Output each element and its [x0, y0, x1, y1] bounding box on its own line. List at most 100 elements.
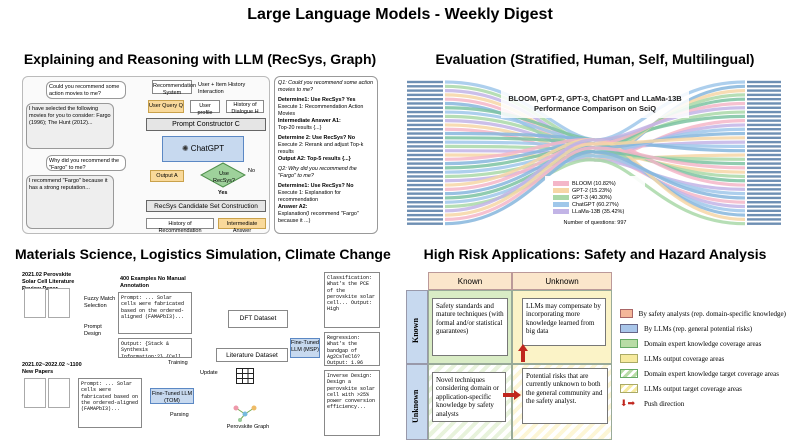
right-label-bar	[747, 166, 781, 170]
left-label-bar	[407, 115, 443, 118]
right-label-bar	[747, 136, 781, 140]
legend-swatch	[620, 339, 638, 348]
output-box: Output A	[150, 170, 184, 182]
new-papers-doc-2	[48, 378, 70, 408]
right-label-bar	[747, 123, 781, 127]
right-label-bar	[747, 205, 781, 208]
right-label-bar	[747, 89, 781, 92]
left-label-bar	[407, 80, 443, 84]
new-papers-doc	[24, 378, 46, 408]
q2-title: Evaluation (Stratified, Human, Self, Mul…	[435, 51, 755, 67]
ribbon	[444, 146, 746, 222]
legend-item: LLMs output coverage areas	[620, 351, 786, 366]
history-rec-box: History of Recommendation	[146, 218, 214, 234]
legend-swatch	[553, 202, 569, 207]
left-label-bar	[407, 149, 443, 152]
right-label-bar	[747, 196, 781, 200]
left-label-bar	[407, 119, 443, 122]
right-label-bar	[747, 97, 781, 101]
candidate-set-box: RecSys Candidate Set Construction	[146, 200, 266, 212]
num-questions: Number of questions: 997	[563, 220, 627, 226]
col-unknown-header: Unknown	[512, 272, 612, 290]
right-label-bar	[747, 102, 781, 105]
perovskite-graph-label: Perovskite Graph	[226, 424, 270, 430]
left-label-bar	[407, 205, 443, 208]
review-paper-label: 2021.02 Perovskite Solar Cell Literature…	[22, 272, 75, 292]
novel-techniques-box: Novel techniques considering domain or a…	[432, 372, 506, 422]
push-arrow-right-icon	[503, 390, 521, 400]
left-label-bar	[407, 93, 443, 97]
left-label-bar	[407, 179, 443, 182]
title-backdrop	[501, 88, 689, 118]
rec-system-box: Recommendation System	[152, 80, 196, 96]
legend-swatch	[620, 354, 638, 363]
push-direction-icon: ⬇➡	[620, 398, 636, 408]
right-label-bar	[747, 162, 781, 165]
legend-swatch	[553, 181, 569, 186]
output-text-box: Output: {Stack & Synthesis Information:2…	[118, 338, 192, 358]
left-label-bar	[407, 97, 443, 101]
left-label-bar	[407, 170, 443, 174]
safety-legend: By safety analysts (rep. domain-specific…	[620, 306, 786, 411]
left-label-bar	[407, 110, 443, 114]
left-label-bar	[407, 132, 443, 135]
use-recsys-diamond	[200, 162, 246, 188]
parsing-label: Parsing	[170, 412, 189, 418]
legend-item: GPT-3 (40.30%)	[553, 194, 637, 201]
left-label-bar	[407, 140, 443, 144]
right-label-bar	[747, 175, 781, 178]
fine-tuned-tom: Fine-Tuned LLM (TOM)	[150, 388, 194, 404]
legend-label: Push direction	[644, 399, 685, 408]
left-label-bar	[407, 145, 443, 148]
legend-label: By LLMs (rep. general potential risks)	[644, 324, 753, 333]
left-label-bar	[407, 123, 443, 127]
user-query-chip: User Query Q	[148, 100, 184, 113]
left-label-bar	[407, 158, 443, 161]
left-label-bar	[407, 183, 443, 187]
legend-item: LLMs output target coverage areas	[620, 381, 786, 396]
right-label-bar	[747, 188, 781, 191]
left-label-bar	[407, 192, 443, 195]
left-label-bar	[407, 196, 443, 200]
legend-swatch	[620, 384, 638, 393]
yes-label: Yes	[218, 190, 228, 196]
right-label-bar	[747, 179, 781, 182]
dft-dataset: DFT Dataset	[228, 310, 288, 328]
right-label-bar	[747, 145, 781, 148]
q1-title: Explaining and Reasoning with LLM (RecSy…	[23, 51, 377, 67]
classification-box: Classification: What's the PCE of the pe…	[324, 272, 380, 328]
legend-item: By LLMs (rep. general potential risks)	[620, 321, 786, 336]
left-label-bar	[407, 201, 443, 204]
legend-swatch	[620, 324, 638, 333]
prompt-constructor-box: Prompt Constructor C	[146, 118, 266, 131]
right-label-bar	[747, 85, 781, 88]
legend-swatch	[553, 195, 569, 200]
col-known-header: Known	[428, 272, 512, 290]
row-unknown-header: Unknown	[406, 364, 428, 440]
training-label: Training	[168, 360, 188, 366]
legend-swatch	[620, 309, 633, 318]
prompt-text-box-2: Prompt: ... Solar cells were fabricated …	[78, 378, 142, 428]
graph-icon	[233, 405, 257, 422]
legend-label: BLOOM (10.82%)	[572, 180, 616, 187]
left-label-bar	[407, 106, 443, 109]
right-label-bar	[747, 80, 781, 84]
right-label-bar	[747, 132, 781, 135]
chatgpt-box: ✺ ChatGPT	[162, 136, 244, 162]
right-label-bar	[747, 222, 781, 225]
ai-answer-bubble: I have selected the following movies for…	[26, 103, 114, 149]
chart-title-2: Performance Comparison on SciQ	[533, 104, 657, 113]
safety-figure: Known Unknown Known Unknown Safety stand…	[406, 272, 786, 440]
right-label-bar	[747, 218, 781, 221]
fine-tuned-msp: Fine-Tuned LLM (MSP)	[290, 338, 320, 358]
left-label-bar	[407, 218, 443, 221]
left-label-bar	[407, 162, 443, 165]
left-label-bar	[407, 153, 443, 157]
right-label-bar	[747, 201, 781, 204]
legend-swatch	[553, 209, 569, 214]
review-paper-doc-2	[48, 288, 70, 318]
left-label-bar	[407, 166, 443, 170]
right-label-bar	[747, 119, 781, 122]
legend-item: LLaMa-13B (35.42%)	[553, 208, 637, 215]
ribbon	[444, 154, 746, 204]
